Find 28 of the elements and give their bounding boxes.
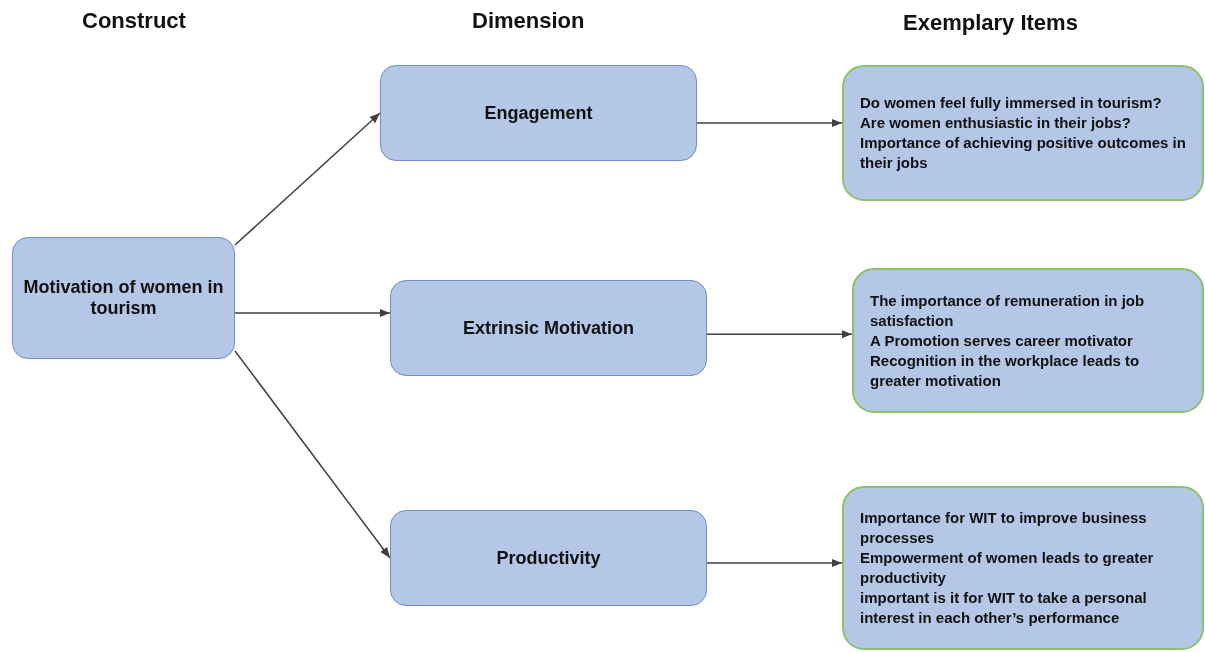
items-box [842,65,1204,201]
node-text: Are women enthusiastic in their jobs? [860,113,1132,133]
arrow [234,308,391,318]
column-heading: Construct [82,8,186,34]
dimension-box [390,510,707,606]
node-text: Engagement [483,102,594,124]
column-heading: Exemplary Items [903,10,1078,36]
node-text: Importance of achieving positive outcomes in their jobs [860,133,1187,173]
node-text: A Promotion serves career motivator [870,330,1134,351]
node-text: Productivity [495,547,602,569]
node-text: important is it for WIT to take a personal interest in each other’s performance [860,588,1148,628]
arrow [706,558,843,568]
arrow [696,118,843,128]
construct-box [12,237,235,359]
dimension-box [390,280,707,376]
arrow [234,350,391,559]
dimension-box [380,65,697,161]
arrow [234,112,381,246]
node-text: Recognition in the workplace leads to greater motivation [870,350,1141,391]
items-box [852,268,1204,413]
node-text: Extrinsic Motivation [462,317,635,339]
column-heading: Dimension [472,8,585,34]
node-text: Importance for WIT to improve business processes [860,508,1148,548]
node-text: The importance of remuneration in job satisfaction [870,290,1146,331]
node-text: Motivation of women in tourism [22,277,225,319]
items-box [842,486,1204,650]
node-text: Do women feel fully immersed in tourism? [860,93,1163,113]
arrow [706,330,853,339]
